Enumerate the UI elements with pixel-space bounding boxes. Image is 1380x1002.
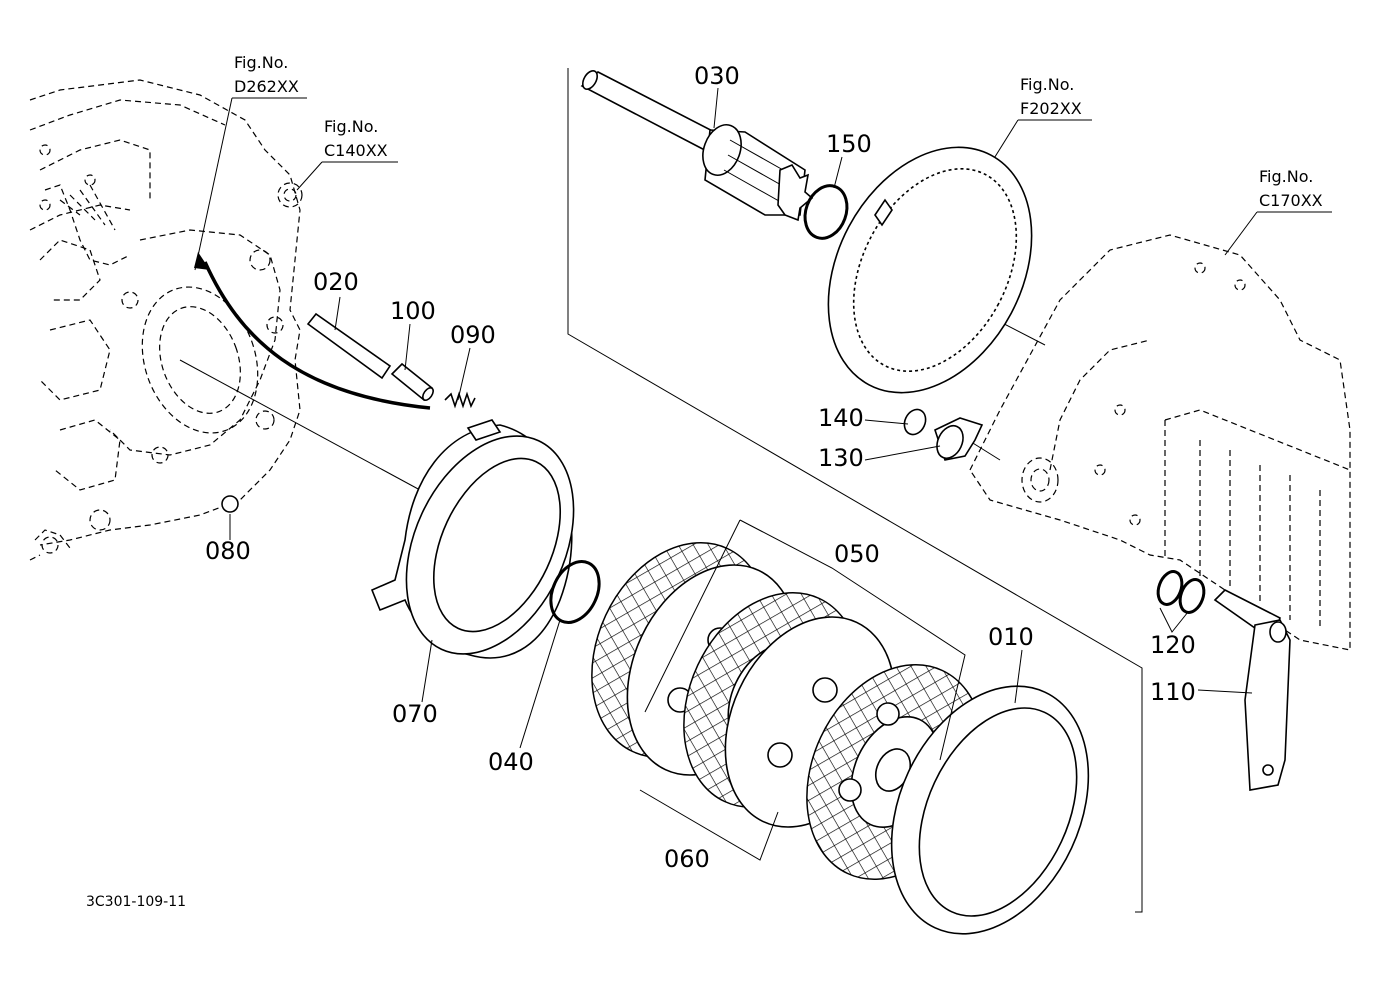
figure-ref-code: C170XX — [1259, 191, 1323, 210]
figure-ref-code: D262XX — [234, 77, 299, 96]
part-label-020[interactable]: 020 — [313, 268, 359, 296]
part-030-shaft[interactable] — [580, 68, 814, 222]
part-label-120[interactable]: 120 — [1150, 631, 1196, 659]
leader-lines — [229, 87, 1253, 861]
part-label-150[interactable]: 150 — [826, 130, 872, 158]
figure-ref-title: Fig.No. — [1020, 75, 1074, 94]
figure-ref-code: C140XX — [324, 141, 388, 160]
figure-ref-f202[interactable]: Fig.No. F202XX — [992, 75, 1092, 161]
part-label-100[interactable]: 100 — [390, 297, 436, 325]
part-040-snap-ring[interactable] — [542, 554, 609, 631]
part-090-spring[interactable] — [444, 391, 476, 409]
part-label-070[interactable]: 070 — [392, 700, 438, 728]
figure-ref-title: Fig.No. — [324, 117, 378, 136]
figure-ref-title: Fig.No. — [1259, 167, 1313, 186]
part-label-130[interactable]: 130 — [818, 444, 864, 472]
part-070-pressure-plate[interactable] — [370, 409, 607, 681]
transmission-housing — [29, 79, 303, 561]
drawing-code: 3C301-109-11 — [86, 894, 186, 910]
part-020-pin[interactable] — [306, 312, 392, 380]
part-label-080[interactable]: 080 — [205, 537, 251, 565]
part-120-o-ring[interactable] — [1176, 576, 1208, 615]
figure-ref-d262[interactable]: Fig.No. D262XX — [194, 53, 307, 271]
part-label-040[interactable]: 040 — [488, 748, 534, 776]
part-label-090[interactable]: 090 — [450, 321, 496, 349]
figure-ref-title: Fig.No. — [234, 53, 288, 72]
ring-gear-f202 — [827, 146, 1033, 394]
part-140-collar[interactable] — [900, 406, 929, 438]
part-label-140[interactable]: 140 — [818, 404, 864, 432]
part-label-060[interactable]: 060 — [664, 845, 710, 873]
part-label-010[interactable]: 010 — [988, 623, 1034, 651]
part-label-110[interactable]: 110 — [1150, 678, 1196, 706]
part-150-o-ring[interactable] — [798, 180, 854, 244]
figure-ref-c140[interactable]: Fig.No. C140XX — [296, 117, 398, 191]
guide-arrow — [194, 252, 210, 270]
guide-curve — [203, 261, 431, 410]
part-label-050[interactable]: 050 — [834, 540, 880, 568]
part-110-lever[interactable] — [1213, 589, 1291, 791]
rear-housing-c170 — [969, 234, 1351, 651]
figure-ref-code: F202XX — [1020, 99, 1082, 118]
part-080-ball[interactable] — [221, 495, 239, 513]
part-130-bearing[interactable] — [932, 417, 984, 462]
part-label-030[interactable]: 030 — [694, 62, 740, 90]
part-100-pin[interactable] — [390, 362, 435, 402]
part-010-piston[interactable] — [853, 654, 1126, 966]
figure-ref-c170[interactable]: Fig.No. C170XX — [1224, 167, 1332, 256]
